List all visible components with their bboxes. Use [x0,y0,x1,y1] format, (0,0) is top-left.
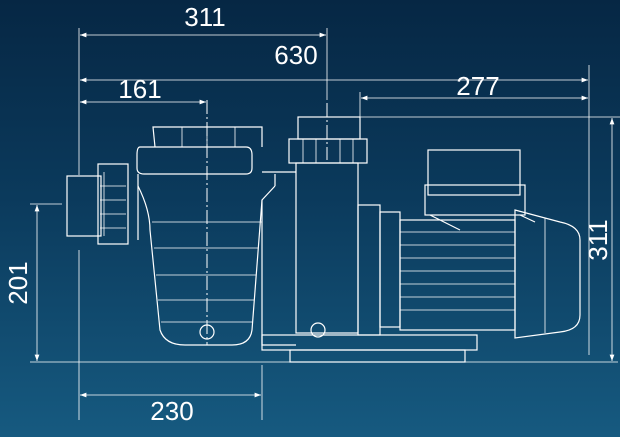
dimension-label: 277 [456,71,499,101]
dimension-label: 311 [583,219,613,260]
dimension-230: 230 [80,392,261,426]
inlet-union [66,163,129,245]
dimension-630: 630 [80,40,588,83]
dimension-label: 230 [150,396,193,426]
dimension-label: 161 [118,74,161,104]
dimension-311-top: 311 [80,2,326,38]
dimension-label: 311 [184,2,225,32]
dimension-label: 201 [3,261,33,304]
dimension-277: 277 [361,71,588,101]
terminal-box [424,149,536,231]
strainer-housing [136,126,276,346]
base-plate [261,334,478,363]
outlet-union [261,116,368,346]
dimension-label: 630 [274,40,317,70]
dimension-201: 201 [3,205,40,361]
dimension-161: 161 [80,74,206,105]
dimension-311-right: 311 [583,118,615,361]
motor [357,204,581,339]
